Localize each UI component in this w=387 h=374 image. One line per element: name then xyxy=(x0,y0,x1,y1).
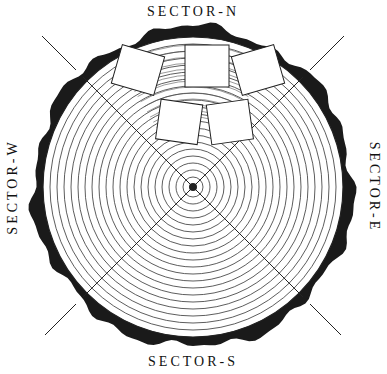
sector-label: SECTOR-E xyxy=(366,140,382,235)
sample-blocks xyxy=(111,45,284,145)
wood-face xyxy=(43,37,343,337)
growth-rings xyxy=(50,44,336,330)
bark xyxy=(29,23,357,346)
sector-label: SECTOR-N xyxy=(145,4,241,20)
sector-label: SECTOR-S xyxy=(146,354,240,370)
sector-lines xyxy=(42,36,344,335)
sector-label: SECTOR-W xyxy=(5,137,21,236)
